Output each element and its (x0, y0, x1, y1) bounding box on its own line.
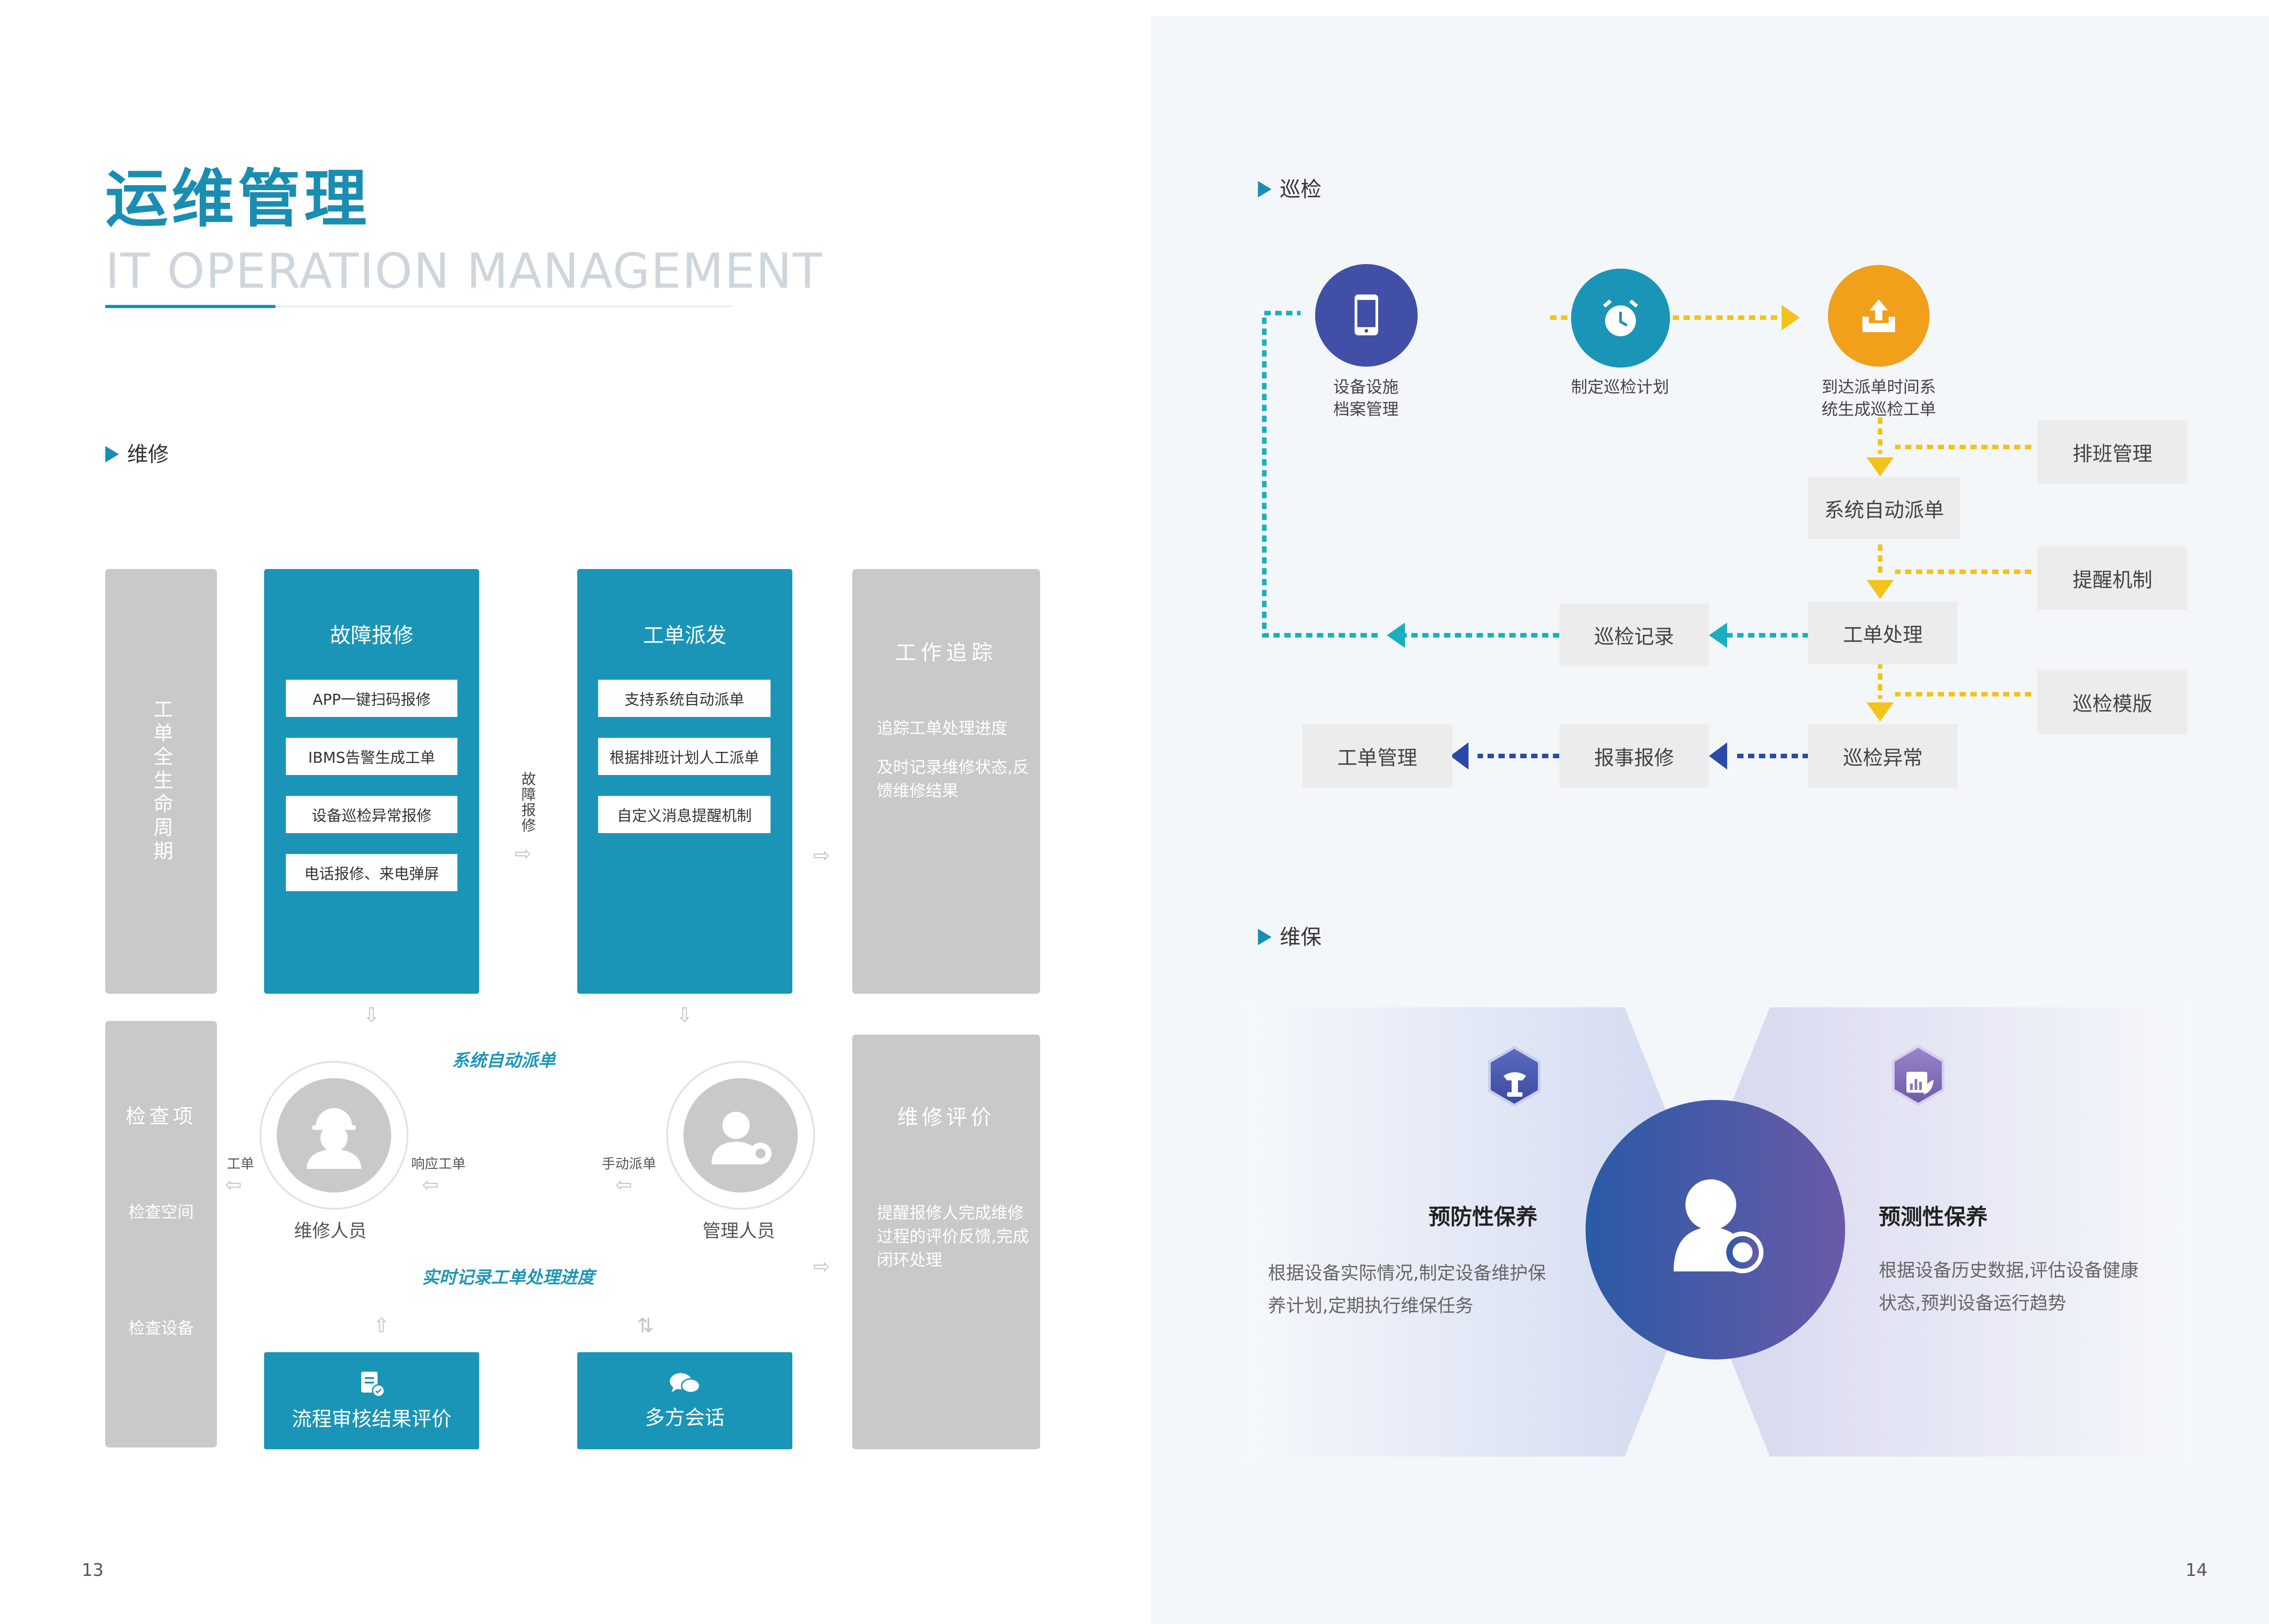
predictive-desc: 根据设备历史数据,评估设备健康状态,预判设备运行趋势 (1879, 1260, 2139, 1314)
arrow-right-icon: ⇨ (813, 1255, 830, 1278)
review-button[interactable]: 流程审核结果评价 (264, 1352, 479, 1449)
page-number: 14 (2186, 1560, 2208, 1580)
arrow-up-icon: ⇧ (373, 1314, 390, 1337)
step-generate (1828, 265, 1930, 367)
evaluation-panel: 维修评价 提醒报修人完成维修过程的评价反馈,完成闭环处理 (852, 1035, 1040, 1449)
page-subtitle: IT OPERATION MANAGEMENT (105, 243, 823, 299)
manager-avatar (666, 1061, 815, 1210)
preventive-desc: 根据设备实际情况,制定设备维护保养计划,定期执行维保任务 (1268, 1263, 1546, 1316)
flow-manage: 工单管理 (1302, 724, 1452, 788)
step-archive (1315, 264, 1418, 367)
repair-item: 设备巡检异常报修 (286, 796, 457, 833)
chart-leaf-icon (1906, 1072, 1934, 1094)
tracking-panel: 工作追踪 追踪工单处理进度 及时记录维修状态,反馈维修结果 (852, 569, 1040, 994)
arrow-right-icon: ⇨ (813, 844, 830, 867)
user-gear-icon (712, 1112, 771, 1164)
document-check-icon (361, 1372, 385, 1398)
review-button-label: 流程审核结果评价 (292, 1408, 452, 1431)
tracking-line: 追踪工单处理进度 (877, 719, 1008, 738)
lifecycle-panel: 工单全生命周期 (105, 569, 217, 994)
repair-item: 电话报修、来电弹屏 (286, 854, 457, 891)
evaluation-text: 提醒报修人完成维修过程的评价反馈,完成闭环处理 (877, 1204, 1029, 1270)
maintenance-graphic (1243, 1007, 2196, 1457)
step-plan (1571, 269, 1670, 368)
arrow-down-icon: ⇩ (676, 1004, 693, 1027)
manager-left-label: 手动派单 (602, 1156, 656, 1172)
repair-item: IBMS告警生成工单 (286, 738, 457, 775)
tracking-line: 及时记录维修状态,反馈维修结果 (877, 758, 1029, 801)
flow-auto-dispatch: 系统自动派单 (1808, 477, 1960, 539)
arrow-down-icon: ⇩ (363, 1004, 380, 1027)
repair-panel: 故障报修 APP一键扫码报修 IBMS告警生成工单 设备巡检异常报修 电话报修、… (264, 569, 479, 994)
arrow-left-icon: ⇦ (225, 1173, 242, 1197)
realtime-label: 实时记录工单处理进度 (422, 1267, 595, 1287)
arrow-updown-icon: ⇅ (637, 1314, 654, 1337)
worker-label: 维修人员 (294, 1221, 367, 1241)
dispatch-title: 工单派发 (643, 623, 727, 648)
section-repair: 维修 (105, 444, 169, 465)
page-number: 13 (82, 1560, 104, 1580)
predictive-title: 预测性保养 (1879, 1204, 1988, 1230)
step-label: 设备设施 档案管理 (1333, 378, 1399, 419)
chat-button[interactable]: 多方会话 (577, 1352, 792, 1449)
chat-bubbles-icon (670, 1373, 701, 1393)
arrow-left-icon: ⇦ (422, 1173, 439, 1197)
flow-schedule: 排班管理 (2038, 420, 2187, 484)
check-item: 检查空间 (128, 1203, 194, 1222)
worker-helmet-icon (307, 1108, 361, 1169)
dispatch-item: 根据排班计划人工派单 (598, 738, 771, 775)
dispatch-panel: 工单派发 支持系统自动派单 根据排班计划人工派单 自定义消息提醒机制 (577, 569, 792, 994)
check-panel: 检查项 检查空间 检查设备 (105, 1021, 217, 1447)
section-maintenance: 维保 (1258, 927, 1321, 947)
arrow-left-icon: ⇦ (615, 1173, 632, 1197)
page-title: 运维管理 (105, 162, 371, 236)
tracking-title: 工作追踪 (895, 640, 997, 665)
dispatch-item: 自定义消息提醒机制 (598, 796, 771, 833)
flow-abnormal: 巡检异常 (1808, 724, 1958, 788)
check-title: 检查项 (126, 1105, 196, 1128)
step-label: 制定巡检计划 (1571, 378, 1669, 397)
auto-dispatch-label: 系统自动派单 (452, 1050, 556, 1070)
worker-avatar (260, 1061, 408, 1210)
phone-icon (1355, 294, 1378, 335)
check-item: 检查设备 (128, 1319, 194, 1338)
flow-process: 工单处理 (1808, 602, 1958, 664)
repair-title: 故障报修 (330, 623, 413, 648)
evaluation-title: 维修评价 (897, 1105, 995, 1129)
worker-right-label: 响应工单 (411, 1156, 466, 1172)
flow-report: 报事报修 (1559, 724, 1709, 788)
arrow-right-icon: ⇨ (515, 842, 531, 865)
title-divider (105, 306, 732, 307)
tool-icon (1503, 1072, 1526, 1097)
flow-template: 巡检模版 (2038, 670, 2187, 734)
step-label: 到达派单时间系 统生成巡检工单 (1821, 378, 1936, 419)
dispatch-item: 支持系统自动派单 (598, 680, 771, 717)
upload-tray-icon (1862, 299, 1895, 332)
flow-record: 巡检记录 (1559, 603, 1709, 666)
repair-item: APP一键扫码报修 (286, 680, 457, 717)
title-divider-accent (105, 305, 275, 308)
alarm-clock-icon (1603, 299, 1638, 336)
repair-arrow-label: 故障报修 (519, 771, 536, 833)
chat-button-label: 多方会话 (645, 1406, 725, 1429)
section-patrol: 巡检 (1258, 179, 1321, 200)
manager-label: 管理人员 (702, 1221, 775, 1241)
bullet-arrow-icon (1258, 181, 1272, 197)
lifecycle-label: 工单全生命周期 (150, 699, 173, 864)
flow-reminder: 提醒机制 (2038, 546, 2187, 610)
worker-left-label: 工单 (227, 1156, 254, 1172)
bullet-arrow-icon (1258, 929, 1272, 945)
preventive-title: 预防性保养 (1429, 1204, 1538, 1230)
bullet-arrow-icon (105, 446, 119, 462)
